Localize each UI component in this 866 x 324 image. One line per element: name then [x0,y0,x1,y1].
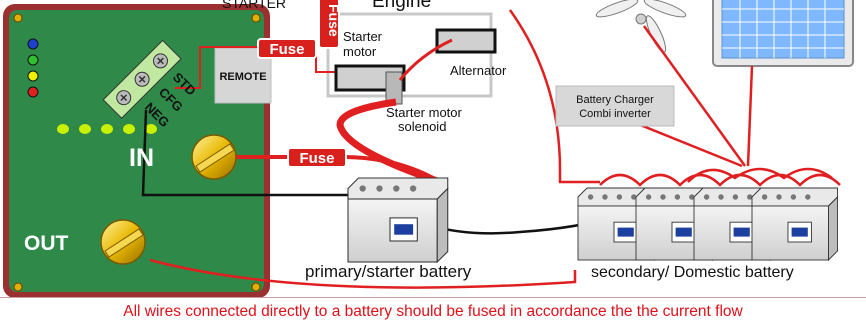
label-starter-motor-1: Starter [343,29,383,44]
label-fuse-vertical: Fuse [326,4,342,37]
label-primary-battery: primary/starter battery [305,262,472,281]
label-alternator: Alternator [450,63,507,78]
alternator [435,28,497,54]
label-engine: Engine [372,0,431,12]
led-red [27,86,39,98]
led-yellow [27,70,39,82]
fuse-middle [287,147,347,168]
battery-charger-box [555,85,675,127]
std-wire [175,46,258,89]
label-solenoid-1: Starter motor [386,105,463,120]
secondary-battery-4 [751,187,838,261]
bottom-leds [57,124,157,134]
label-charger-2: Combi inverter [579,108,651,120]
out-terminal [100,219,146,265]
label-fuse-top: Fuse [269,41,304,58]
label-starter-top: STARTER [222,0,286,11]
label-starter-motor-2: motor [343,44,377,59]
out-wire [149,258,577,289]
led-blue [27,38,39,50]
label-charger-1: Battery Charger [576,94,654,106]
fuse-vertical [318,0,340,49]
label-in: IN [129,144,154,172]
wind-generator-icon [595,0,687,53]
label-remote: REMOTE [219,71,266,83]
led-green [27,54,39,66]
footer-divider [0,297,866,298]
label-solenoid-2: solenoid [398,119,446,134]
charging-wires [508,9,833,184]
footer-note: All wires connected directly to a batter… [123,303,743,320]
label-fuse-middle: Fuse [299,150,334,167]
label-out: OUT [24,232,69,255]
in-terminal [191,134,237,180]
label-secondary-battery: secondary/ Domestic battery [591,264,794,281]
engine-box [326,12,493,98]
battery-combiner-panel [3,4,270,298]
primary-battery [347,177,449,263]
fuse-top [257,38,317,59]
solar-panel [712,0,854,67]
terminal-block [102,39,182,119]
